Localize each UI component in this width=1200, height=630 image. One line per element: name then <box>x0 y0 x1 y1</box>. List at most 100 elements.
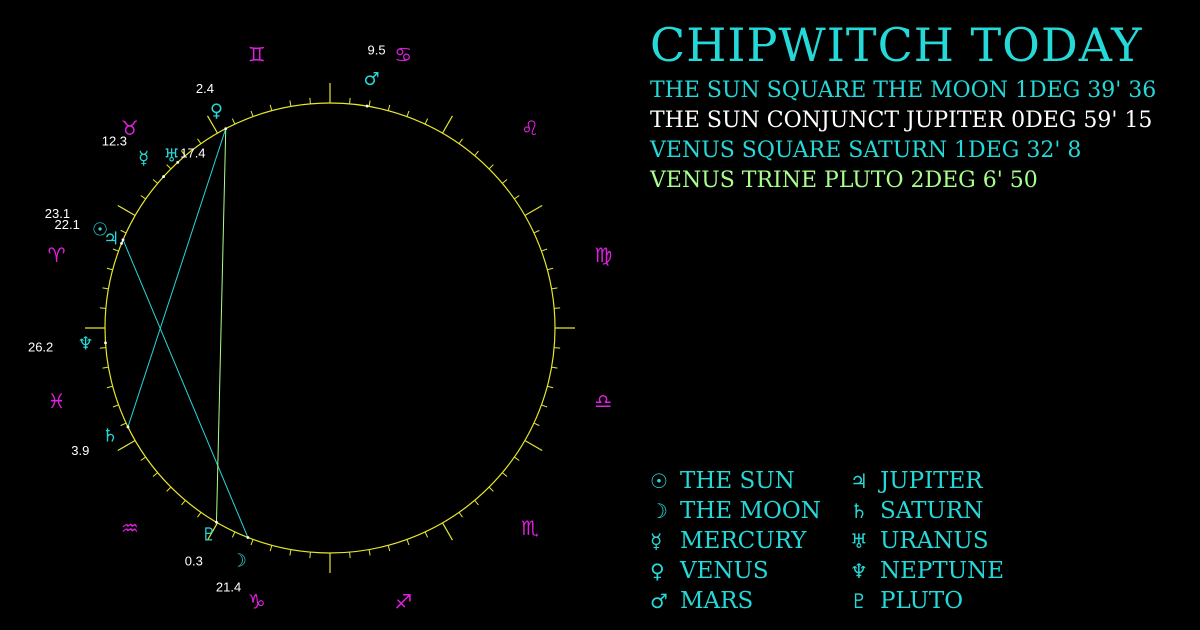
degree-tick <box>349 552 351 559</box>
saturn-position-dot <box>126 425 130 429</box>
sign-boundary-tick <box>117 204 136 217</box>
virgo-sign-icon: ♍ <box>594 243 612 267</box>
legend-label: NEPTUNE <box>880 558 1005 584</box>
venus-icon: ♀ <box>210 100 223 121</box>
degree-tick <box>166 486 172 492</box>
scorpio-sign-icon: ♏ <box>521 516 539 540</box>
degree-tick <box>197 138 202 144</box>
natal-chart-wheel: ♈♉♊♋♌♍♎♏♐♑♒♓ ☉23.1♃22.1☿12.3♅17.4♀2.4♂9.… <box>28 42 612 613</box>
degree-tick <box>152 472 158 477</box>
sagittarius-sign-icon: ♐ <box>394 589 412 613</box>
libra-sign-icon: ♎ <box>594 389 612 413</box>
sun-icon: ☉ <box>650 469 668 493</box>
legend-label: THE SUN <box>680 468 795 494</box>
sign-boundary-tick <box>441 115 454 134</box>
gemini-sign-icon: ♊ <box>248 43 266 67</box>
degree-tick <box>289 100 292 107</box>
pisces-sign-icon: ♓ <box>48 389 66 413</box>
sign-boundary-tick <box>206 115 219 134</box>
degree-tick <box>387 545 391 552</box>
degree-tick <box>514 195 520 200</box>
aspect-line-4: VENUS TRINE PLUTO 2DEG 6' 50 <box>650 168 1038 193</box>
degree-tick <box>102 366 109 369</box>
legend-item-mercury: ☿ MERCURY <box>650 526 806 556</box>
moon-degree-label: 21.4 <box>216 579 241 594</box>
legend-item-moon: ☽ THE MOON <box>650 496 821 526</box>
aspect-line-2: THE SUN CONJUNCT JUPITER 0DEG 59' 15 <box>650 108 1153 133</box>
legend-label: MARS <box>680 588 754 614</box>
mars-position-dot <box>365 104 369 108</box>
mercury-icon: ☿ <box>650 529 663 553</box>
legend-label: SATURN <box>880 498 984 524</box>
degree-tick <box>533 422 540 427</box>
legend-label: PLUTO <box>880 588 964 614</box>
degree-tick <box>231 118 236 125</box>
sign-boundary-tick <box>524 439 543 452</box>
degree-tick <box>112 248 119 252</box>
sign-boundary-tick <box>524 204 543 217</box>
aspect-line-1: THE SUN SQUARE THE MOON 1DEG 39' 36 <box>650 78 1157 103</box>
legend-item-mars: ♂ MARS <box>650 586 753 616</box>
degree-tick <box>181 500 186 506</box>
jupiter-degree-label: 22.1 <box>55 217 80 232</box>
mercury-position-dot <box>162 175 165 178</box>
sign-boundary-tick <box>441 522 454 541</box>
moon-position-dot <box>246 536 250 539</box>
sun-icon: ☉ <box>92 219 108 240</box>
legend-label: JUPITER <box>880 468 983 494</box>
degree-tick <box>166 164 172 170</box>
saturn-icon: ♄ <box>850 499 868 523</box>
neptune-icon: ♆ <box>77 334 93 355</box>
degree-tick <box>406 539 410 546</box>
uranus-icon: ♅ <box>850 529 868 553</box>
degree-tick <box>152 179 158 184</box>
degree-tick <box>120 422 127 427</box>
degree-tick <box>424 531 429 538</box>
degree-tick <box>502 179 508 184</box>
degree-tick <box>547 385 554 389</box>
zodiac-wheel-circle <box>104 102 556 554</box>
degree-tick <box>458 138 463 144</box>
degree-tick <box>120 229 127 234</box>
legend-item-saturn: ♄ SATURN <box>850 496 983 526</box>
sign-boundary-tick <box>206 522 219 541</box>
legend-label: THE MOON <box>680 498 821 524</box>
page-title: CHIPWITCH TODAY <box>650 18 1143 72</box>
moon-icon: ☽ <box>231 550 247 571</box>
legend-item-jupiter: ♃ JUPITER <box>850 466 983 496</box>
saturn-icon: ♄ <box>102 425 118 446</box>
cancer-sign-icon: ♋ <box>394 43 412 67</box>
aspect-line-venus-pluto <box>215 128 227 523</box>
degree-tick <box>349 97 351 104</box>
degree-tick <box>269 104 273 111</box>
uranus-position-dot <box>176 160 180 164</box>
degree-tick <box>250 539 254 546</box>
degree-tick <box>197 512 202 518</box>
degree-tick <box>424 118 429 125</box>
degree-tick <box>269 545 273 552</box>
degree-tick <box>368 100 371 107</box>
jupiter-icon: ♃ <box>850 469 868 493</box>
degree-ticks <box>85 83 575 573</box>
degree-tick <box>309 552 311 559</box>
degree-tick <box>289 549 292 556</box>
aquarius-sign-icon: ♒ <box>121 516 139 540</box>
degree-tick <box>309 97 311 104</box>
neptune-degree-label: 26.2 <box>28 340 53 355</box>
sign-boundary-tick <box>117 439 136 452</box>
aspect-lines <box>121 128 249 538</box>
degree-tick <box>533 229 540 234</box>
sun-position-dot <box>121 238 125 242</box>
legend-item-venus: ♀ VENUS <box>650 556 769 586</box>
degree-tick <box>488 164 494 170</box>
jupiter-icon: ♃ <box>103 229 119 250</box>
capricorn-sign-icon: ♑ <box>248 589 266 613</box>
pluto-degree-label: 0.3 <box>185 554 203 569</box>
uranus-icon: ♅ <box>164 145 180 166</box>
legend-label: MERCURY <box>680 528 807 554</box>
planet-markers: ☉23.1♃22.1☿12.3♅17.4♀2.4♂9.5☽21.4♇0.3♄3.… <box>28 42 386 594</box>
venus-icon: ♀ <box>650 559 665 583</box>
legend-item-pluto: ♇ PLUTO <box>850 586 963 616</box>
mars-icon: ♂ <box>650 589 668 613</box>
mercury-icon: ☿ <box>138 148 149 169</box>
